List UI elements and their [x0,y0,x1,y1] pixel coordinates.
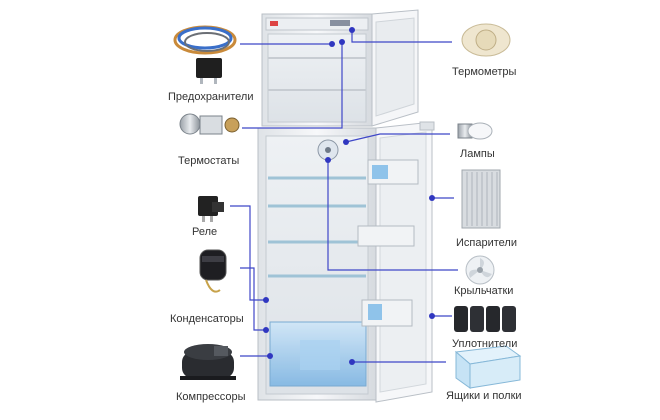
label-seals: Уплотнители [452,338,518,350]
connector-lamps [345,133,450,143]
glass-shelves [268,176,366,278]
connector-thermostats [242,42,343,129]
compressor-icon [180,344,236,380]
thermometer-icon [461,23,511,57]
label-impellers: Крыльчатки [454,285,514,297]
fan-impeller-icon [465,255,495,285]
label-shelves: Ящики и полки [446,390,522,402]
evaporator-icon [461,169,501,229]
label-capacitors: Конденсаторы [170,313,244,325]
capacitor-icon [199,249,227,293]
freezer-interior [267,33,367,123]
thermostat-icon [179,113,240,135]
label-thermometers: Термометры [452,66,517,78]
label-thermostats: Термостаты [178,155,240,167]
connector-dots [263,27,435,365]
refrigerator [257,9,435,403]
label-compressors: Компрессоры [176,391,246,403]
connector-lines [230,30,458,363]
drawer-box-icon [454,345,522,389]
connector-relay [230,205,266,301]
connector-thermometers [351,30,452,43]
label-relay: Реле [192,226,218,238]
wires-fuse-icon [173,25,237,84]
label-lamps: Лампы [460,148,495,160]
door-seals-icon [454,306,516,332]
connector-capacitors [240,267,266,331]
label-fuses: Предохранители [168,91,254,103]
label-evaporators: Испарители [456,237,517,249]
connector-impellers [327,160,458,271]
lamp-icon [457,122,493,140]
relay-icon [198,196,224,222]
